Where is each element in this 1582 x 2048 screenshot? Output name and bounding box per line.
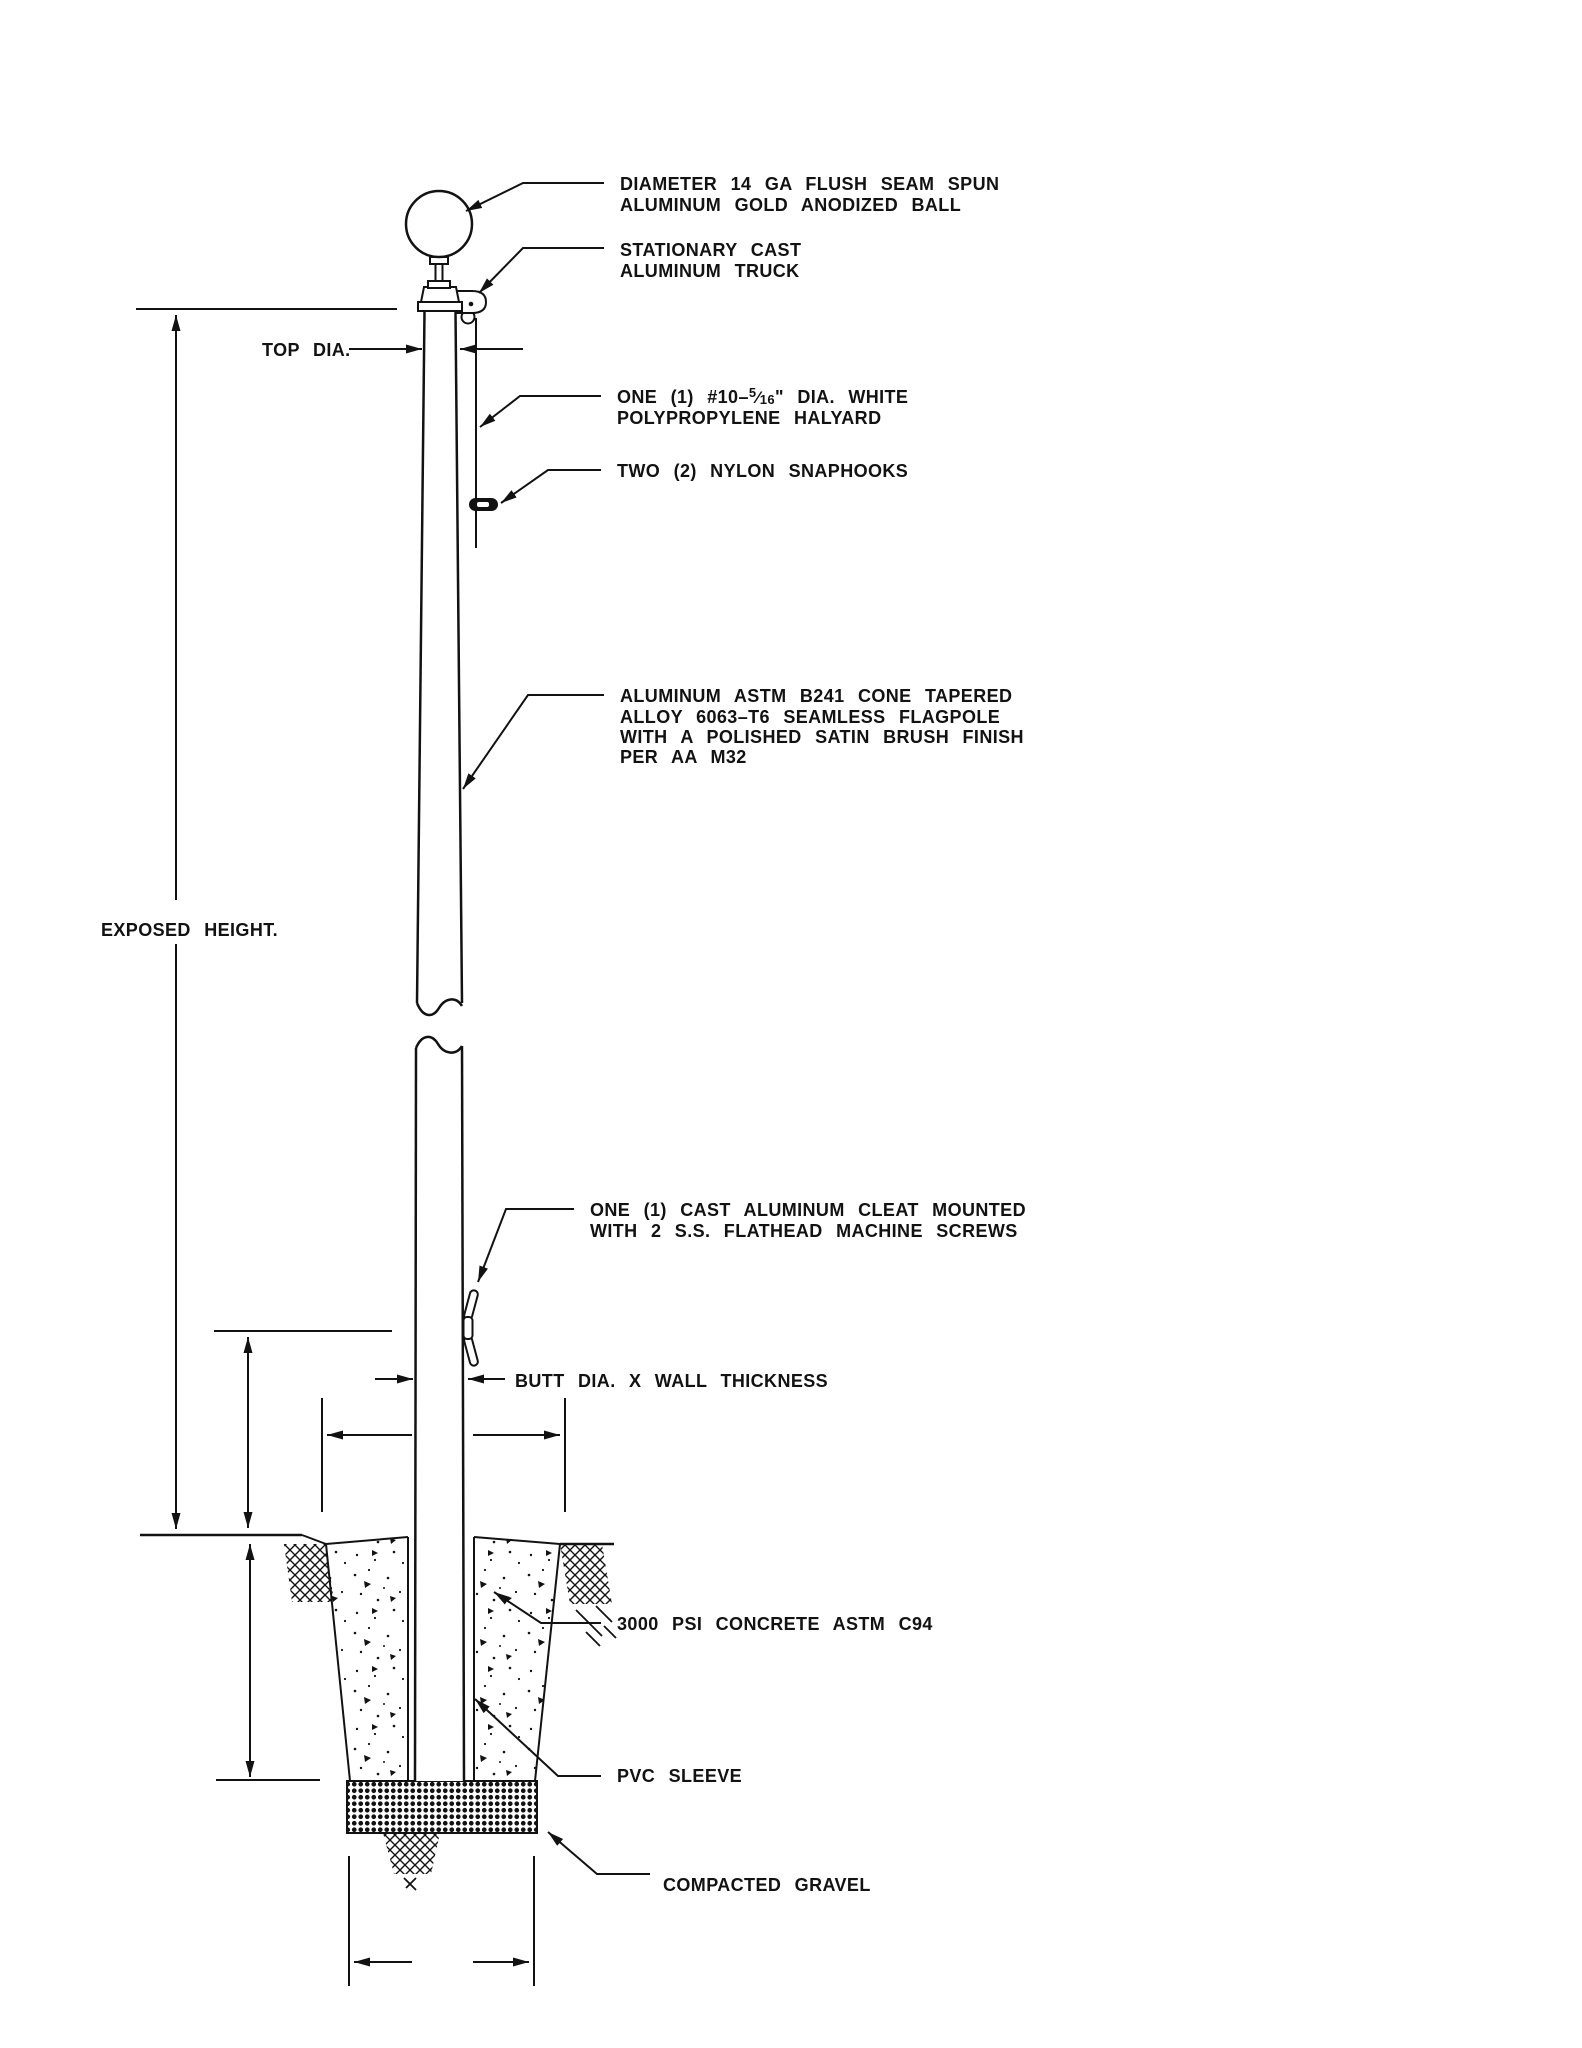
pole-upper-right-edge <box>454 310 464 1004</box>
label-flagpole-line1: ALUMINUM ASTM B241 CONE TAPERED <box>620 686 1012 706</box>
label-halyard-line1: ONE (1) #10–5⁄16" DIA. WHITE <box>617 385 908 407</box>
label-concrete: 3000 PSI CONCRETE ASTM C94 <box>617 1614 933 1634</box>
soil-hatch-left <box>284 1544 334 1602</box>
dim-footing-depth <box>216 1544 320 1781</box>
truck-cap <box>419 286 461 303</box>
compacted-gravel-bed <box>346 1780 538 1834</box>
leader-snaphooks <box>500 469 601 504</box>
halyard-size-suffix: " DIA. WHITE <box>775 387 908 407</box>
cleat-lower-arm <box>463 1335 479 1367</box>
label-ball-line2: ALUMINUM GOLD ANODIZED BALL <box>620 195 961 215</box>
footing-right-slope <box>534 1543 561 1782</box>
label-top-dia: TOP DIA. <box>262 340 351 360</box>
label-cleat-line1: ONE (1) CAST ALUMINUM CLEAT MOUNTED <box>590 1200 1026 1220</box>
pole-break-upper <box>415 998 464 1017</box>
pvc-sleeve <box>407 1537 475 1781</box>
label-flagpole-line4: PER AA M32 <box>620 747 747 767</box>
soil-hatch-right <box>560 1544 612 1604</box>
pole-lower-right-edge <box>460 1045 466 1782</box>
footing-top-left-edge <box>325 1536 409 1545</box>
leader-flagpole <box>462 694 604 790</box>
pole-break-lower <box>414 1035 464 1054</box>
truck-base-band <box>417 301 463 312</box>
leader-halyard <box>479 395 601 428</box>
truck-pulley-pin <box>468 301 474 307</box>
label-snaphooks: TWO (2) NYLON SNAPHOOKS <box>617 461 908 481</box>
halyard-fraction-numerator: 5 <box>749 385 757 400</box>
pole-lower-left-edge <box>413 1047 418 1782</box>
soil-hatch-bottom <box>383 1833 440 1874</box>
finial-flange-lower <box>427 280 451 289</box>
label-halyard-line2: POLYPROPYLENE HALYARD <box>617 408 881 428</box>
halyard-cleat <box>462 1289 479 1367</box>
cleat-center-boss <box>462 1316 474 1340</box>
dim-exposed-height <box>136 308 397 1529</box>
footing-top-right-edge <box>473 1536 561 1545</box>
label-butt-dia: BUTT DIA. X WALL THICKNESS <box>515 1371 828 1391</box>
label-flagpole-line3: WITH A POLISHED SATIN BRUSH FINISH <box>620 727 1024 747</box>
dim-footing-top-width <box>321 1398 566 1512</box>
leader-concrete <box>493 1591 601 1624</box>
leader-ball <box>465 182 604 212</box>
leader-lines <box>462 182 650 1875</box>
leader-pvc-sleeve <box>474 1698 601 1777</box>
dim-footing-bottom-width <box>348 1856 535 1986</box>
grade-step-left <box>301 1534 327 1545</box>
label-cleat-line2: WITH 2 S.S. FLATHEAD MACHINE SCREWS <box>590 1221 1018 1241</box>
snaphook <box>469 498 498 511</box>
label-truck-line1: STATIONARY CAST <box>620 240 801 260</box>
label-pvc-sleeve: PVC SLEEVE <box>617 1766 742 1786</box>
halyard-size-prefix: ONE (1) #10– <box>617 387 749 407</box>
cleat-upper-arm <box>463 1289 479 1321</box>
soil-stray-hatch-bottom <box>403 1877 417 1891</box>
leader-truck <box>478 247 604 294</box>
label-gravel: COMPACTED GRAVEL <box>663 1875 871 1895</box>
pole-upper-left-edge <box>415 310 426 1004</box>
halyard-fraction-denominator: 16 <box>760 392 775 407</box>
grade-lines <box>140 1533 614 1546</box>
label-flagpole-line2: ALLOY 6063–T6 SEAMLESS FLAGPOLE <box>620 707 1000 727</box>
dim-cleat-height <box>214 1330 392 1528</box>
leader-gravel <box>547 1831 650 1875</box>
halyard-fraction-slash: ⁄ <box>753 388 763 407</box>
label-truck-line2: ALUMINUM TRUCK <box>620 261 800 281</box>
finial-spindle <box>434 264 444 281</box>
label-exposed-height: EXPOSED HEIGHT. <box>101 920 278 940</box>
flagpole-lower-section <box>413 1035 466 1782</box>
gold-ball-finial <box>404 189 474 259</box>
annotations: DIAMETER 14 GA FLUSH SEAM SPUN ALUMINUM … <box>101 174 1026 1895</box>
soil-stray-hatch-right <box>575 1605 617 1647</box>
flagpole-upper-section <box>415 310 464 1017</box>
finial-assembly <box>404 189 474 289</box>
label-ball-line1: DIAMETER 14 GA FLUSH SEAM SPUN <box>620 174 999 194</box>
truck-assembly <box>417 286 488 325</box>
leader-cleat <box>477 1208 574 1283</box>
